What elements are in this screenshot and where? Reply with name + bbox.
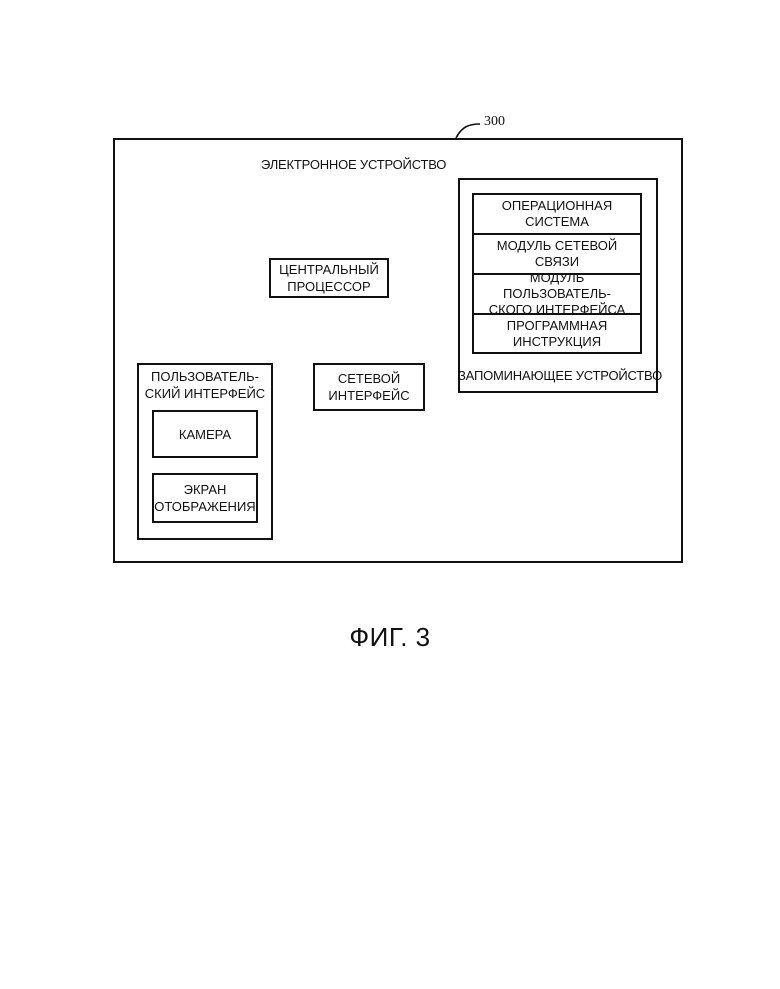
program-instruction-label-line1: ПРОГРАММНАЯ [507, 318, 607, 334]
storage-module-stack: ОПЕРАЦИОННАЯ СИСТЕМА МОДУЛЬ СЕТЕВОЙ СВЯЗ… [472, 193, 642, 354]
os-module: ОПЕРАЦИОННАЯ СИСТЕМА [474, 195, 640, 235]
ui-module-label-line1: МОДУЛЬ ПОЛЬЗОВАТЕЛЬ- [474, 270, 640, 302]
user-interface-label-line1: ПОЛЬЗОВАТЕЛЬ- [151, 368, 259, 385]
user-interface-label-line2: СКИЙ ИНТЕРФЕЙС [145, 385, 265, 402]
user-interface-module: МОДУЛЬ ПОЛЬЗОВАТЕЛЬ- СКОГО ИНТЕРФЕЙСА [474, 275, 640, 315]
electronic-device-title: ЭЛЕКТРОННОЕ УСТРОЙСТВО [261, 156, 446, 173]
network-interface-label: СЕТЕВОЙ ИНТЕРФЕЙС [313, 363, 425, 411]
cpu-label-line1: ЦЕНТРАЛЬНЫЙ [279, 261, 379, 278]
ref-300: 300 [484, 114, 505, 130]
program-instruction-module: ПРОГРАММНАЯ ИНСТРУКЦИЯ [474, 315, 640, 352]
network-interface-label-line2: ИНТЕРФЕЙС [328, 387, 409, 404]
cpu-label: ЦЕНТРАЛЬНЫЙ ПРОЦЕССОР [269, 258, 389, 298]
display-screen-label-line1: ЭКРАН [184, 481, 227, 498]
cpu-label-line2: ПРОЦЕССОР [287, 278, 370, 295]
display-screen-label: ЭКРАН ОТОБРАЖЕНИЯ [152, 473, 258, 523]
display-screen-label-line2: ОТОБРАЖЕНИЯ [154, 498, 255, 515]
camera-label-wrap: КАМЕРА [152, 410, 258, 458]
network-communication-module: МОДУЛЬ СЕТЕВОЙ СВЯЗИ [474, 235, 640, 275]
storage-device-title: ЗАПОМИНАЮЩЕЕ УСТРОЙСТВО [458, 367, 658, 384]
camera-label: КАМЕРА [179, 426, 231, 443]
network-interface-label-line1: СЕТЕВОЙ [338, 370, 400, 387]
program-instruction-label-line2: ИНСТРУКЦИЯ [513, 334, 601, 350]
os-module-label: ОПЕРАЦИОННАЯ СИСТЕМА [474, 198, 640, 230]
network-module-label: МОДУЛЬ СЕТЕВОЙ СВЯЗИ [474, 238, 640, 270]
user-interface-label: ПОЛЬЗОВАТЕЛЬ- СКИЙ ИНТЕРФЕЙС [137, 366, 273, 404]
leader-300 [456, 124, 480, 138]
figure-caption: ФИГ. 3 [0, 622, 780, 653]
